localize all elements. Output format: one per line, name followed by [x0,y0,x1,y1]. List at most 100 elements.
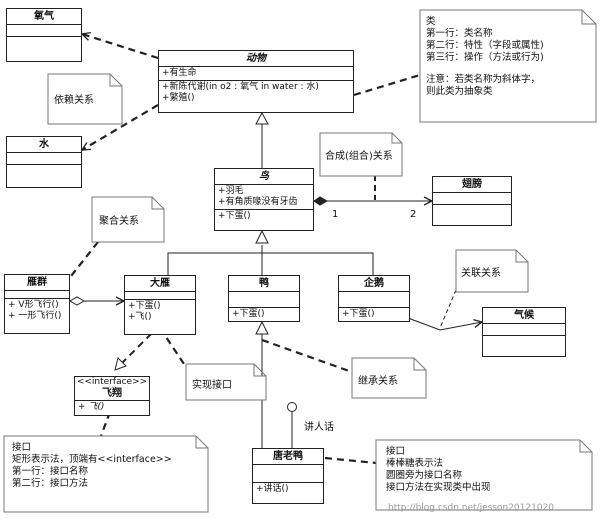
class-operations: +下蛋() [215,210,313,223]
note-shape-aggregation [91,196,165,243]
note-line: 第二行：特性（字段或属性) [426,40,544,51]
note-line: 接口 [12,442,32,453]
operation: +下蛋() [342,309,375,319]
class-attributes: +有生命 [159,67,353,81]
operation: + 飞() [78,402,105,412]
class-fly-interface[interactable]: <<interface>> 飞翔 + 飞() [74,376,150,416]
dependency-line-oxygen [82,34,159,60]
note-line: 第三行：操作（方法或行为) [426,52,544,63]
note-connector-lollipop [324,456,377,465]
operation: +繁殖() [162,93,195,103]
note-connector-implementation [159,327,189,371]
note-lollipop: 接口 棒棒糖表示法 圆圈旁为接口名称 接口方法在实现类中出现 [380,444,497,496]
class-bird[interactable]: 鸟 +羽毛 +有角质喙没有牙齿 +下蛋() [214,168,314,231]
class-water[interactable]: 水 [6,136,82,188]
note-aggregation: 聚合关系 [99,216,139,227]
class-operations: + V形飞行() + 一形飞行() [5,299,69,323]
class-attributes [125,292,195,300]
class-attributes: +羽毛 +有角质喙没有牙齿 [215,185,313,210]
note-shape-association [455,249,529,293]
class-operations: +下蛋() [339,308,409,321]
note-connector-inheritance [261,338,353,374]
multiplicity-1: 1 [332,209,339,220]
note-line: 接口 [386,446,406,457]
class-operations [433,205,511,217]
note-line: 第一行：类名称 [426,28,493,39]
class-name: 鸟 [215,169,313,185]
realization-goose-fly [119,324,161,366]
class-duck[interactable]: 鸭 +下蛋() [228,275,300,322]
note-shape-inheritance [351,357,427,399]
note-implementation: 实现接口 [192,380,232,391]
note-shape-dependency [47,73,123,125]
note-line: 注意：若类名称为斜体字， [426,74,541,85]
note-connector-association [439,289,457,329]
class-name: 翅膀 [433,177,511,193]
composition-diamond [313,196,329,206]
note-dependency: 依赖关系 [54,95,94,106]
inheritance-arrow-bird [255,229,269,244]
class-name: 唐老鸭 [253,449,323,465]
class-name: 鸭 [229,276,299,292]
note-shape-composition [319,132,403,177]
class-operations: +讲话() [253,483,323,496]
note-line: 接口方法在实现类中出现 [386,482,491,493]
note-connector-class [353,73,421,97]
class-climate[interactable]: 气候 [482,307,566,357]
multiplicity-2: 2 [410,209,417,220]
operation: + 一形飞行() [8,311,62,321]
operation: +下蛋() [232,309,265,319]
class-goose[interactable]: 大雁 +下蛋() +飞() [124,275,196,335]
class-animal[interactable]: 动物 +有生命 +新陈代谢(in o2 : 氧气 in water : 水) +… [158,50,354,113]
class-attributes [5,291,69,299]
operation: + V形飞行() [8,300,59,310]
class-attributes [483,324,565,336]
attribute: +有角质喙没有牙齿 [218,197,298,207]
operation: +新陈代谢(in o2 : 氧气 in water : 水) [162,82,319,92]
note-line: 第一行：接口名称 [12,466,89,477]
note-line: 则此类为抽象类 [426,86,493,97]
class-name: 动物 [159,51,353,67]
class-name: 雁群 [5,275,69,291]
class-wing[interactable]: 翅膀 [432,176,512,226]
operation: +下蛋() [128,301,161,311]
lollipop-circle [287,402,297,412]
association-penguin-climate [407,317,482,331]
watermark: http://blog.csdn.net/jesson20121020 [388,503,555,513]
class-name: 氧气 [7,9,81,25]
operation: +下蛋() [218,211,251,221]
note-interface: 接口 矩形表示法，顶端有<<interface>> 第一行：接口名称 第二行：接… [6,440,178,492]
operation: +讲话() [256,484,289,494]
inheritance-arrow-duck [255,320,269,335]
class-operations [7,165,81,177]
class-penguin[interactable]: 企鹅 +下蛋() [338,275,410,322]
class-goose-flock[interactable]: 雁群 + V形飞行() + 一形飞行() [4,274,70,334]
class-tang-duck[interactable]: 唐老鸭 +讲话() [252,448,324,504]
note-shape-interface [3,435,209,513]
class-operations: +下蛋() +飞() [125,300,195,324]
note-composition: 合成(组合)关系 [325,151,393,162]
class-oxygen[interactable]: 氧气 [6,8,82,62]
realization-arrow [114,357,127,371]
interface-stereotype: <<interface>> [76,377,148,387]
inheritance-arrow-bird-path [167,245,374,275]
note-spacer [426,64,544,74]
aggregation-diamond [68,296,86,306]
class-attributes [433,193,511,205]
note-inheritance: 继承关系 [358,376,398,387]
class-operations [483,336,565,348]
class-name: 大雁 [125,276,195,292]
attribute: +羽毛 [218,186,244,196]
note-line: 矩形表示法，顶端有<<interface>> [12,454,172,465]
class-attributes [253,465,323,483]
class-operations [7,37,81,49]
note-line: 棒棒糖表示法 [386,458,444,469]
class-operations: + 飞() [75,401,149,414]
operation: +飞() [128,312,152,322]
class-name: 气候 [483,308,565,324]
note-line: 类 [426,16,436,27]
note-shape-class [419,9,597,123]
note-shape-implementation [185,363,267,401]
note-class: 类 第一行：类名称 第二行：特性（字段或属性) 第三行：操作（方法或行为) 注意… [420,12,550,102]
